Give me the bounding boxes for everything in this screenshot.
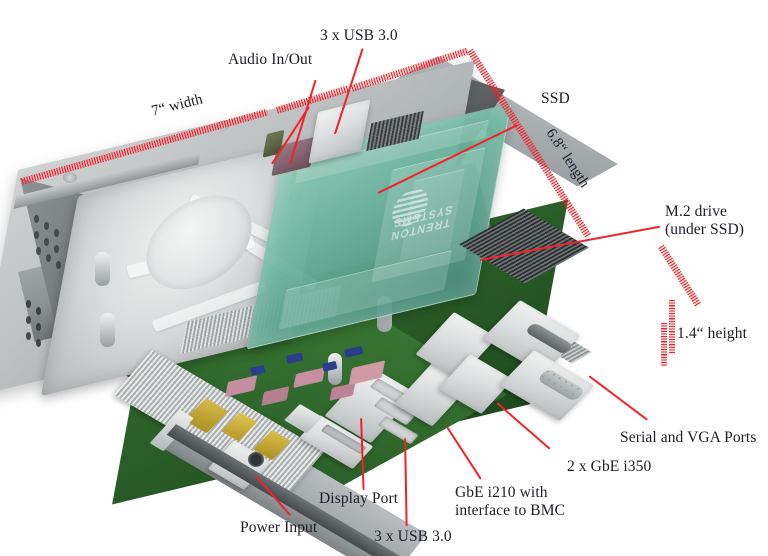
cooler-spring-screw xyxy=(100,313,115,347)
callout-label-gbe-i210-line1: GbE i210 with xyxy=(455,484,548,501)
power-jack-barrel xyxy=(248,452,264,467)
dimension-bar-height-2 xyxy=(661,323,667,367)
callout-label-power-input: Power Input xyxy=(240,519,318,536)
chassis-screw xyxy=(63,172,77,183)
dimension-bar-height xyxy=(669,300,675,354)
callout-label-m2-line2: (under SSD) xyxy=(665,221,745,238)
callout-label-m2: M.2 drive (under SSD) xyxy=(665,203,767,239)
cooler-spring-screw xyxy=(95,252,110,286)
callout-label-gbe-i210-line2: interface to BMC xyxy=(455,502,566,519)
callout-label-gbe-i350: 2 x GbE i350 xyxy=(567,458,652,475)
callout-label-usb-bottom: 3 x USB 3.0 xyxy=(374,528,452,545)
callout-label-serial-vga: Serial and VGA Ports xyxy=(620,429,757,446)
callout-label-m2-line1: M.2 drive xyxy=(665,203,728,220)
callout-label-display-port: Display Port xyxy=(319,490,399,507)
dimension-label-height: 1.4“ height xyxy=(677,325,747,342)
callout-label-gbe-i210: GbE i210 with interface to BMC xyxy=(455,484,595,520)
callout-label-ssd: SSD xyxy=(541,90,570,107)
callout-label-audio: Audio In/Out xyxy=(228,51,313,68)
callout-label-usb-top: 3 x USB 3.0 xyxy=(320,27,398,44)
